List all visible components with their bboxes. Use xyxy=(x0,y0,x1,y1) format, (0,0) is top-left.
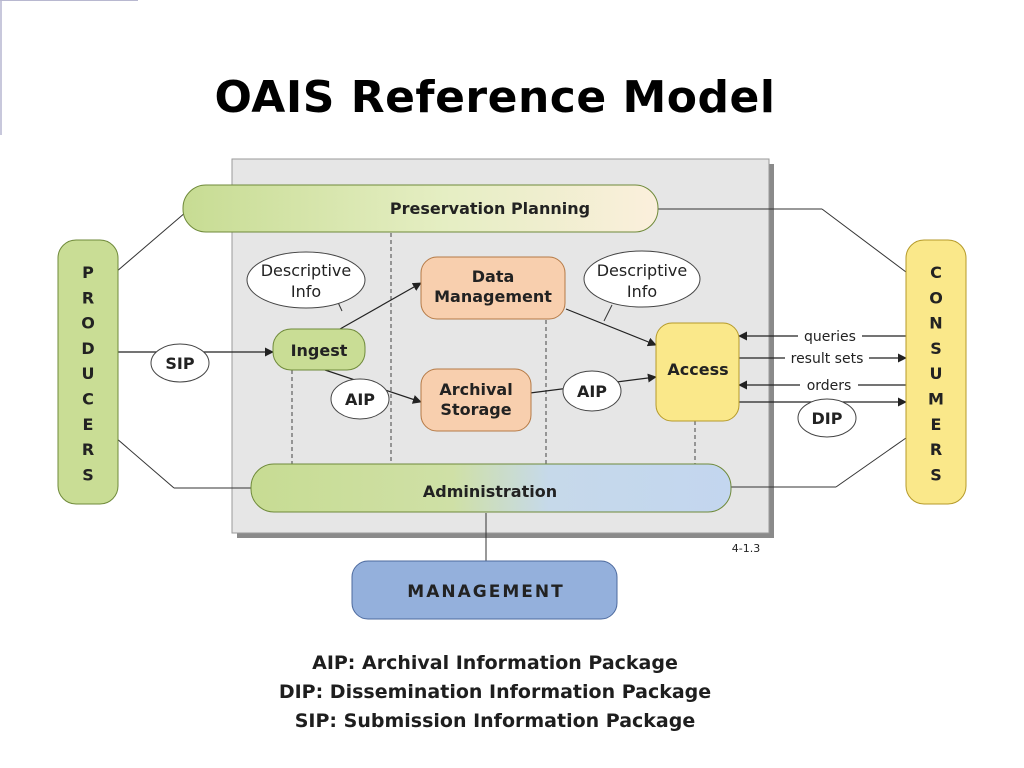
dip-tag-label: DIP xyxy=(812,409,843,428)
producers-letter: R xyxy=(82,288,94,307)
administration-label: Administration xyxy=(423,482,557,501)
desc-info-right-connector xyxy=(603,304,613,322)
consumers-letter: N xyxy=(929,314,942,333)
producers-box xyxy=(57,239,119,505)
planning-consumers-line-b xyxy=(821,208,907,273)
aip-tag-right-ellipse xyxy=(562,370,622,412)
ingest-datamgmt-arrow xyxy=(339,282,422,330)
page-title: OAIS Reference Model xyxy=(214,72,776,123)
archival-storage-line2: Storage xyxy=(440,400,511,419)
ingest-box xyxy=(272,328,366,371)
consumers-box xyxy=(905,239,967,505)
preservation-planning-label: Preservation Planning xyxy=(390,199,590,218)
archival-storage-box xyxy=(420,368,532,432)
consumers-letter: R xyxy=(930,440,942,459)
access-label: Access xyxy=(667,360,728,379)
sip-tag-ellipse xyxy=(150,343,210,383)
slide-accent-bar xyxy=(0,0,2,135)
access-box xyxy=(655,322,740,422)
preservation-planning-box xyxy=(182,184,659,233)
slide-accent-line xyxy=(0,0,138,1)
descriptive-info-left-ellipse xyxy=(246,251,366,309)
admin-consumers-line-b xyxy=(835,437,907,488)
management-label: MANAGEMENT xyxy=(407,582,564,602)
producers-letter: P xyxy=(82,263,94,282)
datamgmt-access-arrow xyxy=(565,308,657,347)
consumers-letter: S xyxy=(930,339,942,358)
data-management-line1: Data xyxy=(472,267,515,286)
dip-tag-ellipse xyxy=(797,398,857,438)
management-box xyxy=(351,560,618,620)
figure-id: 4-1.3 xyxy=(732,542,760,555)
producers-letter: S xyxy=(82,465,94,484)
consumers-letter: M xyxy=(928,390,944,409)
producers-planning-line xyxy=(115,211,187,273)
producers-letter: O xyxy=(81,314,95,333)
result-sets-label: result sets xyxy=(791,351,864,367)
legend-sip: SIP: Submission Information Package xyxy=(294,710,696,732)
consumers-letter: O xyxy=(929,288,943,307)
aip-tag-left-label: AIP xyxy=(345,390,375,409)
ingest-label: Ingest xyxy=(291,341,348,360)
producers-admin-line-a xyxy=(115,437,175,489)
consumers-letter: U xyxy=(930,364,943,383)
producers-letter: U xyxy=(82,364,95,383)
descriptive-info-left-line2: Info xyxy=(291,282,321,301)
aip-tag-right-label: AIP xyxy=(577,382,607,401)
descriptive-info-left-line1: Descriptive xyxy=(261,261,352,280)
descriptive-info-right-line1: Descriptive xyxy=(597,261,688,280)
producers-letter: C xyxy=(82,390,94,409)
descriptive-info-right-ellipse xyxy=(583,250,701,308)
consumers-letter: S xyxy=(930,465,942,484)
legend-dip: DIP: Dissemination Information Package xyxy=(278,681,712,703)
aip-tag-left-ellipse xyxy=(330,378,390,420)
consumers-letter: C xyxy=(930,263,942,282)
data-management-box xyxy=(420,256,566,320)
sip-tag-label: SIP xyxy=(165,354,194,373)
consumers-letter: E xyxy=(931,415,942,434)
queries-label: queries xyxy=(804,329,856,345)
producers-letter: D xyxy=(81,339,94,358)
orders-label: orders xyxy=(807,378,852,394)
archival-storage-line1: Archival xyxy=(439,380,512,399)
producers-letter: E xyxy=(83,415,94,434)
producers-letter: R xyxy=(82,440,94,459)
descriptive-info-right-line2: Info xyxy=(627,282,657,301)
data-management-line2: Management xyxy=(434,287,552,306)
administration-box xyxy=(250,463,732,513)
legend-aip: AIP: Archival Information Package xyxy=(312,652,678,674)
